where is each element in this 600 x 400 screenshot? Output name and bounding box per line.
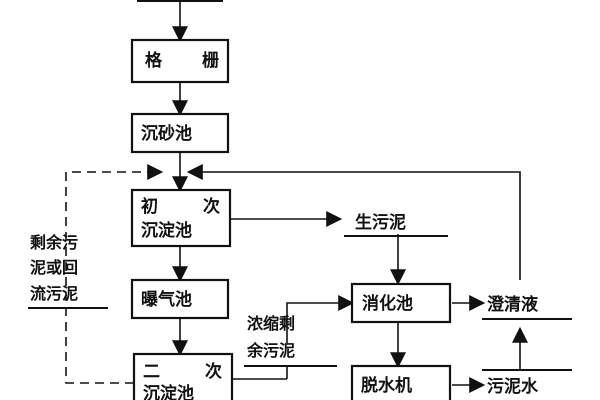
excess-return-label-line1: 剩余污 bbox=[30, 233, 78, 252]
grille-box bbox=[130, 38, 230, 84]
sludge-water-label: 污泥水 bbox=[487, 376, 539, 397]
grit-chamber-box bbox=[130, 112, 230, 154]
secondary-clarifier-line1-right: 次 bbox=[205, 361, 222, 382]
dewatering-label: 脱水机 bbox=[361, 375, 412, 396]
excess-return-label-line2: 泥或回 bbox=[30, 258, 78, 277]
grille-label-right: 栅 bbox=[202, 50, 219, 71]
thickened-excess-label-line2: 余污泥 bbox=[246, 341, 295, 360]
grit-chamber-label: 沉砂池 bbox=[141, 123, 192, 144]
primary-clarifier-line1-left: 初 bbox=[141, 196, 158, 217]
excess-return-sludge-dashed-arrow bbox=[65, 164, 164, 384]
secondary-clarifier-box bbox=[132, 352, 234, 400]
excess-return-label-line3: 流污泥 bbox=[30, 284, 78, 303]
thickened-excess-label-line1: 浓缩剩 bbox=[247, 314, 295, 333]
digester-label: 消化池 bbox=[362, 293, 413, 314]
raw-sludge-label: 生污泥 bbox=[355, 212, 406, 233]
primary-clarifier-line2: 沉淀池 bbox=[141, 220, 192, 241]
secondary-clarifier-line2: 沉淀池 bbox=[143, 383, 194, 400]
primary-clarifier-line1-right: 次 bbox=[203, 196, 220, 217]
supernatant-return-arrow bbox=[186, 164, 521, 280]
secondary-clarifier-line1-left: 二 bbox=[143, 362, 160, 382]
grille-label-left: 格 bbox=[145, 50, 163, 71]
thickened-excess-to-digester-arrow bbox=[286, 295, 355, 343]
aeration-tank-label: 曝气池 bbox=[141, 289, 192, 310]
dewatering-box bbox=[350, 364, 452, 400]
digester-box bbox=[350, 282, 452, 324]
supernatant-label: 澄清液 bbox=[487, 294, 538, 315]
aeration-tank-box bbox=[130, 278, 230, 320]
primary-clarifier-box bbox=[130, 188, 232, 248]
